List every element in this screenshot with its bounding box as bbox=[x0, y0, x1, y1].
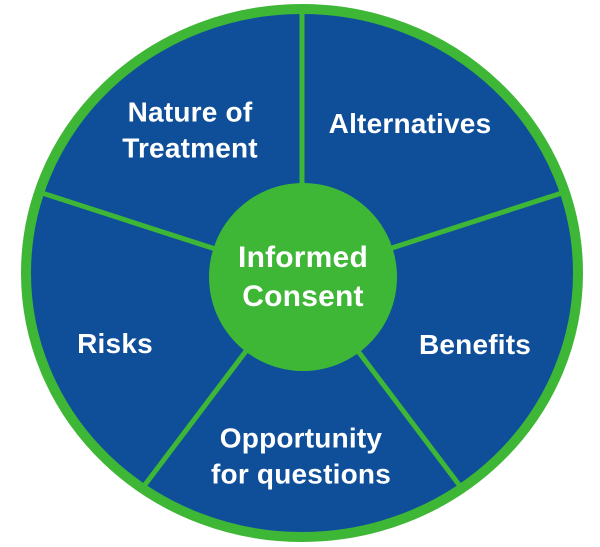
segment-label-alternatives: Alternatives bbox=[328, 108, 492, 140]
segment-label-opportunity-for-questions: Opportunity for questions bbox=[211, 422, 391, 489]
segment-label-risks: Risks bbox=[77, 328, 153, 360]
segment-label-benefits: Benefits bbox=[418, 329, 532, 361]
center-label-informed-consent: Informed Consent bbox=[238, 241, 368, 313]
center-hub-circle bbox=[209, 183, 397, 371]
segment-label-nature-of-treatment: Nature of Treatment bbox=[122, 96, 258, 163]
